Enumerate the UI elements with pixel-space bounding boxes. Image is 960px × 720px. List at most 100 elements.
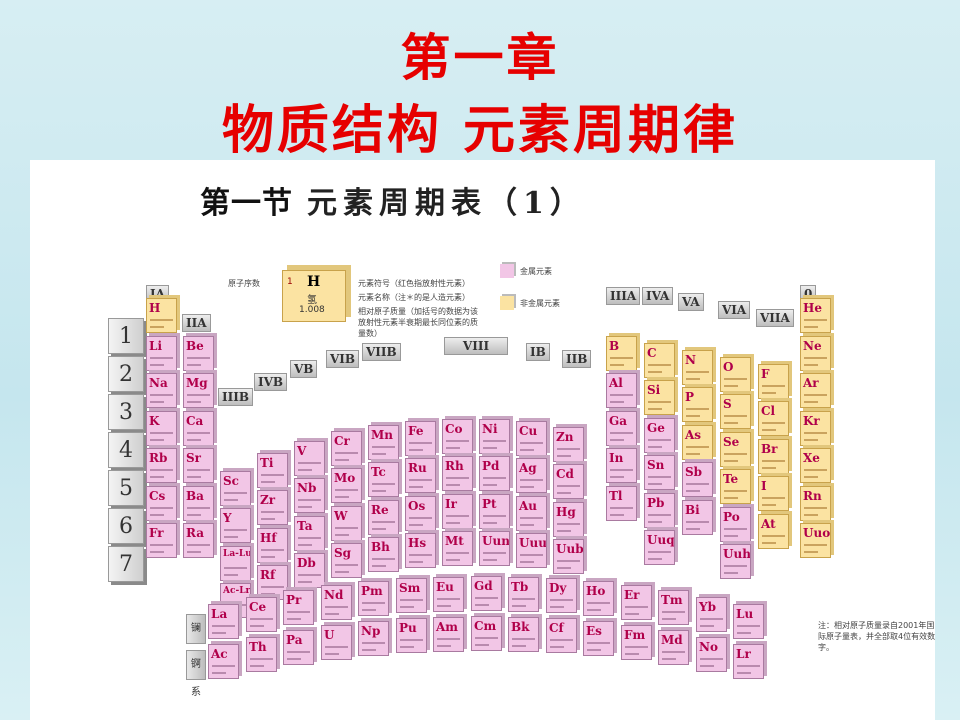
legend-example-symbol: H [307,274,321,290]
lanthanide-pr: Pr [283,590,314,625]
element-ti: Ti [257,453,288,488]
actinide-es: Es [583,621,614,656]
element-tc: Tc [368,462,399,497]
element-symbol: Fm [624,628,646,642]
element-symbol: Fe [408,424,424,438]
element-sn: Sn [644,455,675,490]
element-ar: Ar [800,373,831,408]
element-o: O [720,357,751,392]
element-la-lu: La-Lu [220,546,251,581]
element-symbol: Nd [324,588,344,602]
element-symbol: W [334,509,348,523]
actinide-u: U [321,625,352,660]
element-v: V [294,441,325,476]
group-label-IVB: IVB [254,373,288,391]
element-symbol: La-Lu [223,549,251,559]
element-symbol: Hs [408,536,427,550]
group-label-VIB: VIB [326,350,360,368]
element-symbol: Os [408,499,426,513]
element-symbol: Xe [803,451,820,465]
element-symbol: Tb [511,580,529,594]
element-symbol: Be [186,339,204,353]
element-n: N [682,350,713,385]
element-i: I [758,476,789,511]
element-symbol: Tm [661,593,683,607]
actinide-pa: Pa [283,630,314,665]
element-fr: Fr [146,523,177,558]
element-symbol: Si [647,383,661,397]
element-symbol: P [685,390,695,404]
element-mo: Mo [331,468,362,503]
lanthanide-pm: Pm [358,581,389,616]
element-symbol: Mt [445,534,464,548]
element-symbol: Ac [211,647,228,661]
element-symbol: Ir [445,497,457,511]
element-symbol: Hf [260,531,277,545]
element-symbol: Es [586,624,602,638]
element-symbol: Ca [186,414,204,428]
element-symbol: Ce [249,600,267,614]
element-cl: Cl [758,401,789,436]
element-ta: Ta [294,516,325,551]
period-label-7: 7 [108,546,144,582]
element-symbol: Co [445,422,463,436]
section-number: 第一节 [200,186,293,221]
element-symbol: Zr [260,493,276,507]
element-symbol: Sb [685,465,703,479]
legend-atomic-number-label: 原子序数 [228,279,260,288]
element-symbol: U [324,628,335,642]
element-symbol: Pr [286,593,302,607]
element-symbol: La [211,607,228,621]
element-symbol: No [699,640,718,654]
element-nb: Nb [294,478,325,513]
element-symbol: Th [249,640,267,654]
section-title: 第一节元素周期表（1） [200,178,586,222]
element-rb: Rb [146,448,177,483]
element-co: Co [442,419,473,454]
element-al: Al [606,373,637,408]
metal-label: 金属元素 [520,267,552,276]
element-symbol: Pm [361,584,383,598]
element-w: W [331,506,362,541]
element-cd: Cd [553,464,584,499]
element-h: H [146,298,177,333]
period-label-3: 3 [108,394,144,430]
period-label-2: 2 [108,356,144,392]
element-symbol: Ru [408,461,427,475]
element-symbol: Pd [482,459,500,473]
element-tl: Tl [606,486,637,521]
period-label-6: 6 [108,508,144,544]
element-ba: Ba [183,486,214,521]
group-label-IIB: IIB [562,350,592,368]
actinide-bk: Bk [508,617,539,652]
element-symbol: Na [149,376,168,390]
element-sr: Sr [183,448,214,483]
nonmetal-swatch [500,296,514,310]
element-p: P [682,387,713,422]
element-rf: Rf [257,565,288,600]
element-symbol: At [761,517,776,531]
element-y: Y [220,508,251,543]
element-symbol: Se [723,435,740,449]
element-ge: Ge [644,418,675,453]
element-sg: Sg [331,543,362,578]
lanthanide-ho: Ho [583,581,614,616]
element-zn: Zn [553,427,584,462]
element-symbol: S [723,397,732,411]
element-symbol: Am [436,620,459,634]
element-hg: Hg [553,502,584,537]
lanthanide-label: 镧系 [186,614,206,662]
legend-example-cell: 1 H 氢 1.008 [282,270,346,322]
element-symbol: Uuo [803,526,831,540]
element-symbol: Cr [334,434,350,448]
element-uub: Uub [553,539,584,574]
element-symbol: Md [661,633,683,647]
element-ne: Ne [800,336,831,371]
element-symbol: O [723,360,734,374]
element-symbol: Ra [186,526,205,540]
element-uuh: Uuh [720,544,751,579]
element-ga: Ga [606,411,637,446]
element-symbol: Pa [286,633,303,647]
element-as: As [682,425,713,460]
element-symbol: Ar [803,376,819,390]
